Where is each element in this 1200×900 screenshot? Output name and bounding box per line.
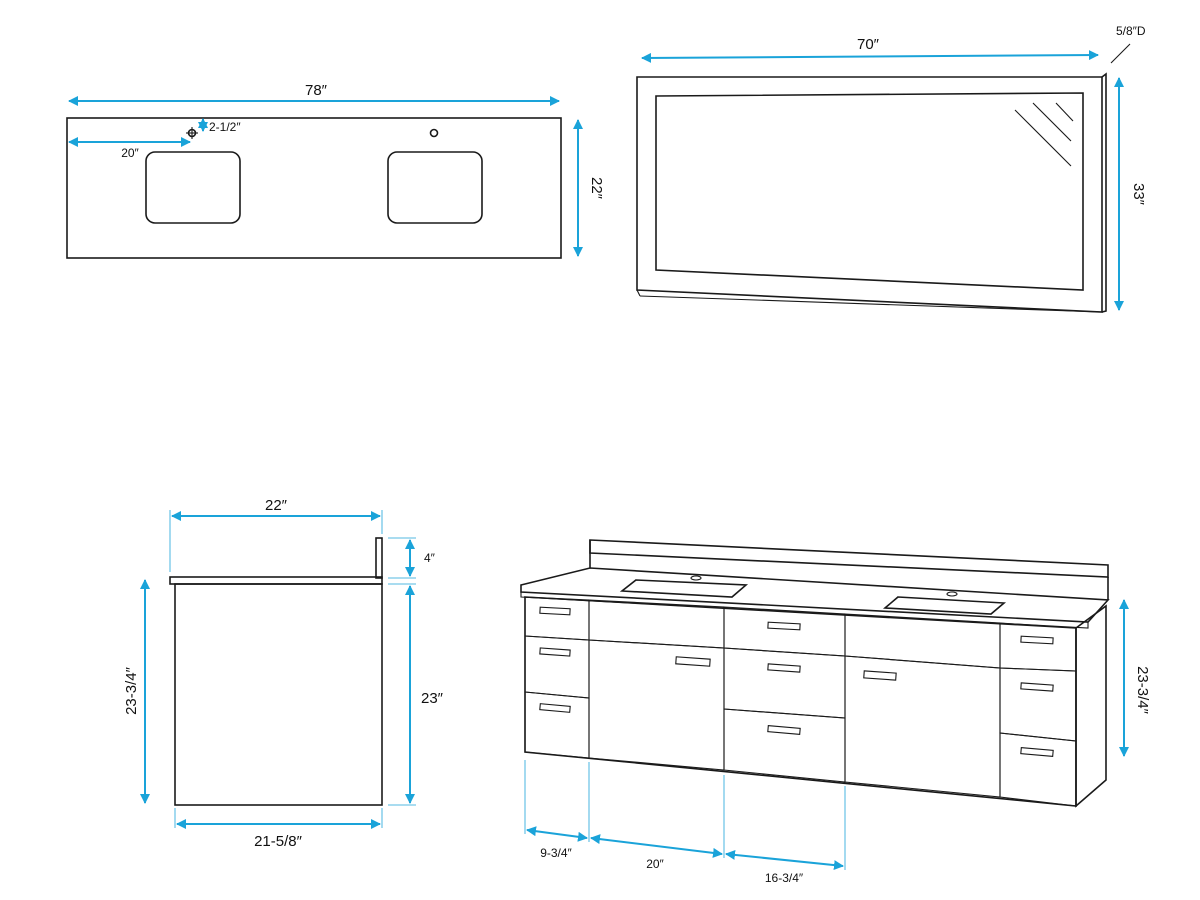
right-faucet-hole <box>429 128 439 138</box>
side-top-depth-label: 22″ <box>265 497 288 514</box>
right-door <box>844 655 1001 798</box>
drawer-handle <box>1020 747 1054 757</box>
mirror-reflection-line <box>1014 109 1072 167</box>
drawer-handle <box>539 606 571 616</box>
front-backsplash <box>589 539 1109 578</box>
side-countertop <box>169 576 383 585</box>
backsplash-height-label: 4″ <box>424 551 436 565</box>
right-drawer <box>999 622 1077 672</box>
drawer-handle <box>539 703 571 713</box>
front-cabinet-body <box>524 596 1077 807</box>
side-cabinet <box>174 583 383 806</box>
left-drawer <box>524 691 590 759</box>
front-left-sink <box>619 579 749 598</box>
left-drawer-column <box>524 596 590 759</box>
right-drawer-column <box>999 622 1077 807</box>
door-handle <box>863 670 897 681</box>
countertop-outline <box>66 117 562 259</box>
vanity-side-view: 22″ 4″ 23″ 23-3/4″ 21-5/8″ <box>123 497 444 850</box>
side-overall-height-label: 23-3/4″ <box>123 666 140 715</box>
drawer-handle <box>539 647 571 657</box>
vanity-front-view: 23-3/4″ 9-3/4″ 20″ 16-3/4″ <box>520 539 1151 885</box>
front-overall-height-label: 23-3/4″ <box>1134 666 1151 715</box>
door-width-dimension <box>590 834 723 858</box>
center-drawer-width-dimension <box>725 849 844 871</box>
front-cabinet-side <box>1075 604 1107 808</box>
mirror-depth-leader <box>1110 43 1131 64</box>
left-door <box>588 639 725 771</box>
front-right-sink <box>882 596 1007 615</box>
drawer-handle <box>767 725 801 735</box>
mirror-height-label: 33″ <box>1130 183 1147 206</box>
mirror-glass <box>655 92 1084 291</box>
right-drawer <box>999 732 1077 807</box>
side-drawer-width-dimension <box>526 826 588 842</box>
right-upper-panel <box>844 613 1001 669</box>
mirror-width-dimension <box>641 50 1099 63</box>
center-drawer <box>723 708 846 783</box>
left-drawer <box>524 596 590 641</box>
countertop-width-label: 78″ <box>305 82 328 99</box>
side-backsplash <box>375 537 383 579</box>
drawer-handle <box>767 621 801 631</box>
drawer-handle <box>1020 635 1054 645</box>
side-cabinet-height-label: 23″ <box>421 690 444 707</box>
center-drawer-column <box>723 606 846 783</box>
countertop-top-view: 78″ 22″ 20″ 2-1/2″ <box>66 82 605 259</box>
mirror-width-label: 70″ <box>857 36 880 53</box>
center-drawer-width-label: 16-3/4″ <box>765 871 804 885</box>
door-handle <box>675 656 711 667</box>
door-width-label: 20″ <box>646 857 664 871</box>
left-drawer <box>524 635 590 699</box>
mirror-frame <box>636 76 1103 313</box>
drawer-handle <box>1020 682 1054 692</box>
sink-offset-label: 20″ <box>121 146 139 160</box>
countertop-depth-label: 22″ <box>588 177 605 200</box>
mirror-depth-label: 5/8″D <box>1116 24 1146 38</box>
right-sink-bowl <box>387 151 483 224</box>
center-drawer <box>723 647 846 719</box>
faucet-offset-label: 2-1/2″ <box>209 120 241 134</box>
mirror-front-view: 70″ 33″ 5/8″D <box>636 24 1147 313</box>
side-drawer-width-label: 9-3/4″ <box>540 846 572 860</box>
side-cabinet-depth-label: 21-5/8″ <box>254 833 303 850</box>
left-sink-bowl <box>145 151 241 224</box>
drawer-handle <box>767 663 801 673</box>
right-drawer <box>999 667 1077 742</box>
